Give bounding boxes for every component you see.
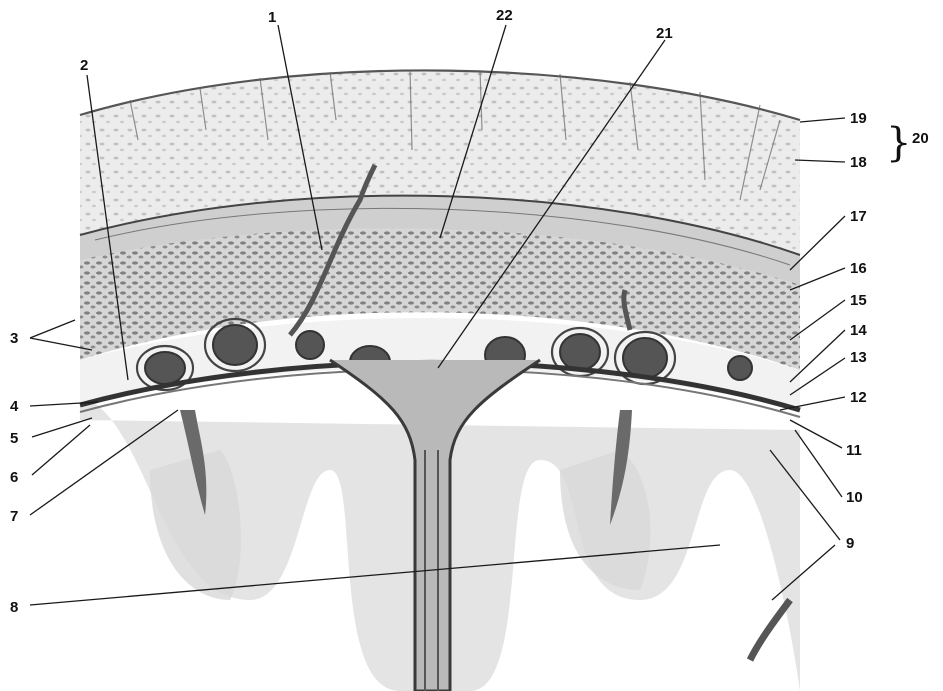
label-14: 14 (850, 322, 867, 339)
label-18: 18 (850, 154, 867, 171)
label-7: 7 (10, 508, 18, 525)
label-5: 5 (10, 430, 18, 447)
label-22: 22 (496, 7, 513, 24)
label-9: 9 (846, 535, 854, 552)
label-21: 21 (656, 25, 673, 42)
label-6: 6 (10, 469, 18, 486)
label-13: 13 (850, 349, 867, 366)
label-19: 19 (850, 110, 867, 127)
label-4: 4 (10, 398, 19, 415)
label-15: 15 (850, 292, 867, 309)
label-20: 20 (912, 130, 929, 147)
label-1: 1 (268, 9, 276, 26)
label-10: 10 (846, 489, 863, 506)
brace-symbol: } (886, 120, 911, 166)
label-8: 8 (10, 599, 18, 616)
label-12: 12 (850, 389, 867, 406)
label-3: 3 (10, 330, 18, 347)
label-17: 17 (850, 208, 867, 225)
label-16: 16 (850, 260, 867, 277)
label-2: 2 (80, 57, 88, 74)
label-11: 11 (846, 442, 862, 459)
